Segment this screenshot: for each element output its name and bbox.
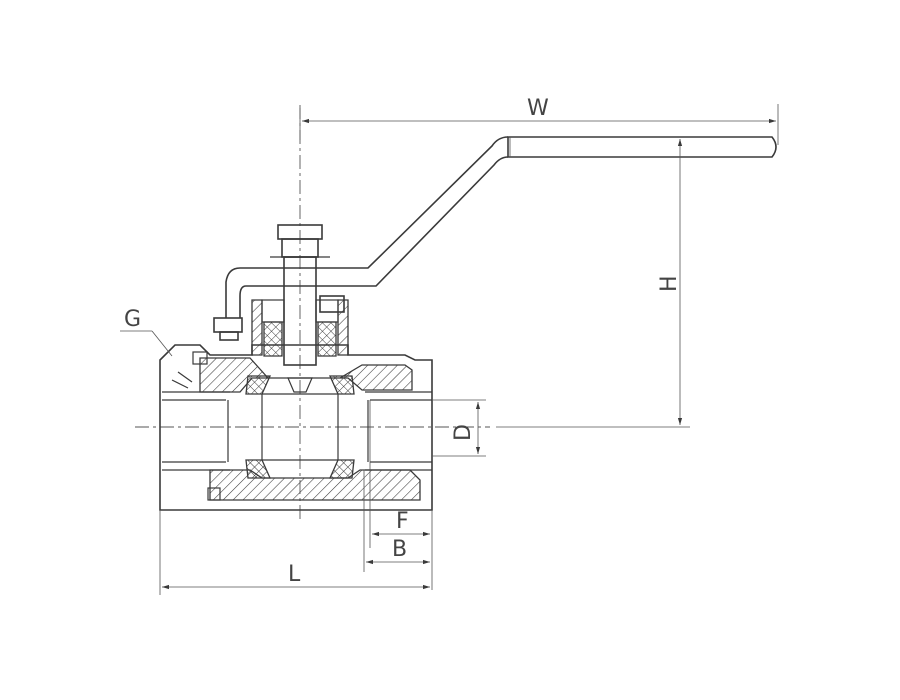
bonnet [251,299,349,357]
dimension-w: W [299,96,779,145]
leader-g: G [120,307,173,357]
dimension-d: D [432,399,486,457]
ball-and-seats [245,375,355,479]
dimension-h: H [496,139,690,428]
label-f: F [396,509,409,534]
label-l: L [288,562,301,587]
dimension-b: B [363,470,430,572]
valve-body [159,344,433,511]
label-h: H [657,275,682,292]
centerlines [135,105,490,522]
lever-handle [225,136,777,318]
label-g: G [124,307,141,332]
label-w: W [527,96,549,121]
dimension-l: L [159,510,430,595]
label-b: B [392,537,407,562]
dimension-f: F [369,400,433,590]
label-d: D [451,424,476,441]
